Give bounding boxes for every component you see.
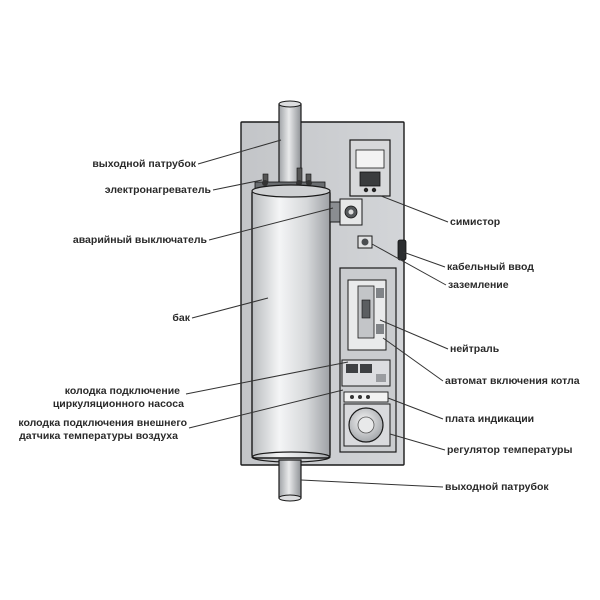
label-cable-entry: кабельный ввод (447, 261, 534, 273)
ground-screw (357, 235, 373, 249)
label-sensor-block-line1: колодка подключения внешнего (18, 417, 187, 429)
label-outlet-top: выходной патрубок (92, 158, 196, 170)
top-outlet-pipe (278, 100, 302, 185)
label-heater: электронагреватель (105, 184, 212, 196)
tank (251, 184, 331, 463)
triac (349, 139, 391, 197)
label-outlet-bottom: выходной патрубок (445, 481, 549, 493)
label-neutral: нейтраль (450, 343, 500, 355)
label-indication-board: плата индикации (445, 413, 534, 425)
pump-connection-block (341, 359, 391, 387)
emergency-switch (329, 198, 363, 226)
label-triac: симистор (450, 216, 500, 228)
label-grounding: заземление (448, 279, 509, 291)
label-boiler-breaker: автомат включения котла (445, 375, 580, 387)
indication-board (343, 391, 389, 403)
bottom-outlet-pipe (278, 459, 302, 502)
breaker-assembly (347, 279, 387, 351)
leader-lines-left (185, 139, 349, 429)
label-pump-block-line2: циркуляционного насоса (53, 398, 184, 410)
label-tank: бак (172, 312, 190, 324)
label-pump-block-line1: колодка подключение (65, 385, 180, 397)
cable-entry (397, 239, 407, 261)
label-sensor-block-line2: датчика температуры воздуха (19, 430, 178, 442)
leader-lines-right (300, 195, 449, 488)
temperature-regulator (343, 403, 391, 447)
label-temp-regulator: регулятор температуры (447, 444, 572, 456)
label-emergency-switch: аварийный выключатель (73, 234, 208, 246)
